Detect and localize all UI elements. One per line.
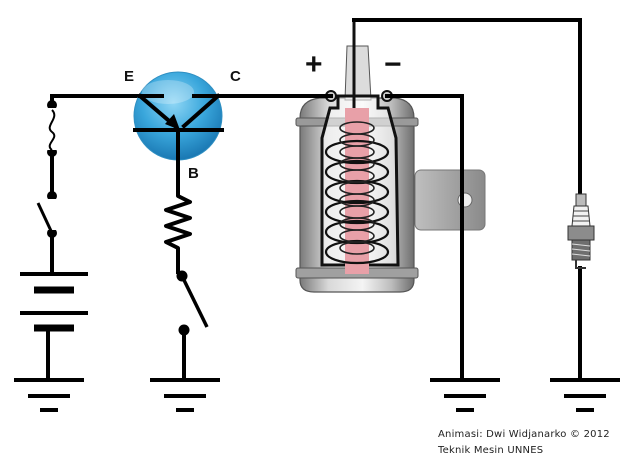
resistor-icon xyxy=(164,190,192,252)
collector-label: C xyxy=(230,68,241,85)
spark-plug-icon xyxy=(567,193,595,269)
ground-icon xyxy=(550,378,620,412)
ignition-switch-icon xyxy=(36,191,59,238)
contact-breaker-icon xyxy=(176,270,209,336)
credit-line-2: Teknik Mesin UNNES xyxy=(438,445,544,456)
ground-icon xyxy=(430,378,500,412)
coil-positive-label: + xyxy=(305,48,323,81)
fuse-icon xyxy=(45,100,59,157)
transistor-icon xyxy=(133,71,224,162)
credit-line-1: Animasi: Dwi Widjanarko © 2012 xyxy=(438,429,610,440)
coil-negative-label: − xyxy=(384,48,402,81)
ground-icon xyxy=(14,378,84,412)
coil-core xyxy=(345,108,369,274)
base-label: B xyxy=(188,165,199,182)
ignition-coil-icon xyxy=(295,18,486,293)
emitter-label: E xyxy=(124,68,135,85)
ground-icon xyxy=(150,378,220,412)
battery-icon xyxy=(20,272,88,332)
circuit-wires xyxy=(46,18,582,382)
